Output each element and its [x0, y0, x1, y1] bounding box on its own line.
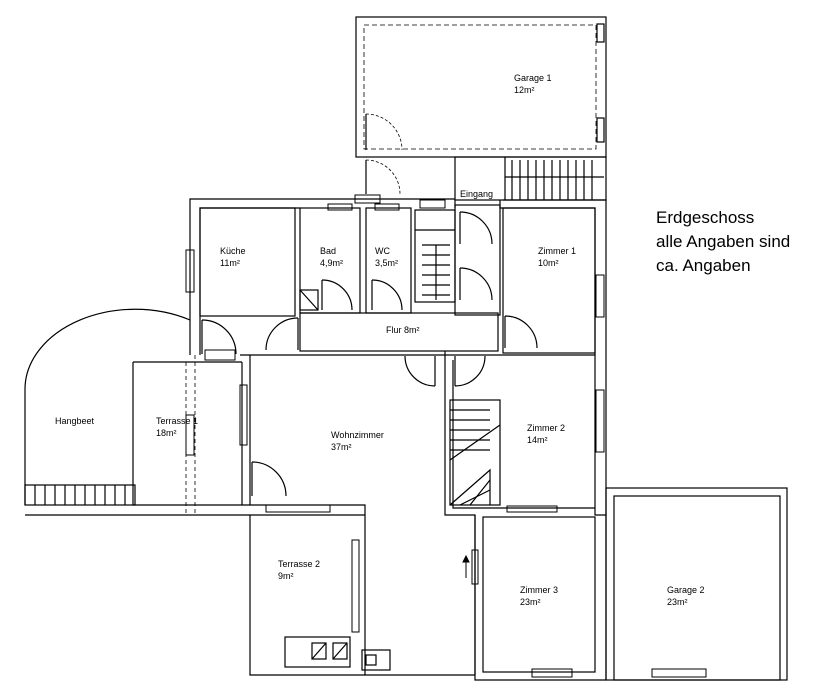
bad-name: Bad — [320, 246, 336, 256]
kueche-name: Küche — [220, 246, 246, 256]
floor-note: Erdgeschoss alle Angaben sind ca. Angabe… — [656, 206, 836, 278]
zimmer3-name: Zimmer 3 — [520, 585, 558, 595]
garage2-walls — [605, 487, 788, 681]
terrasse1-area: 18m² — [156, 428, 177, 438]
zimmer2-area: 14m² — [527, 435, 548, 445]
interior-doors — [201, 279, 538, 497]
terrasse2-area: 9m² — [278, 571, 294, 581]
flur-name: Flur 8m² — [386, 325, 420, 335]
room-labels: Garage 1 12m² Eingang Küche 11m² Bad 4,9… — [55, 73, 705, 607]
terrace2 — [249, 515, 391, 676]
zimmer1-area: 10m² — [538, 258, 559, 268]
entrance-stairs — [414, 209, 456, 303]
zimmer2-name: Zimmer 2 — [527, 423, 565, 433]
garage2-name: Garage 2 — [667, 585, 705, 595]
bad-area: 4,9m² — [320, 258, 343, 268]
stair-zimmer2 — [449, 399, 501, 506]
wc-area: 3,5m² — [375, 258, 398, 268]
windows — [185, 194, 707, 678]
note-line3: ca. Angaben — [656, 256, 751, 275]
note-title: Erdgeschoss — [656, 208, 755, 227]
hangbeet-name: Hangbeet — [55, 416, 95, 426]
terrasse1-name: Terrasse 1 — [156, 416, 198, 426]
eingang-doors — [454, 204, 501, 316]
eingang-name: Eingang — [460, 189, 493, 199]
wc-name: WC — [375, 246, 390, 256]
garage1-name: Garage 1 — [514, 73, 552, 83]
terrace1-hangbeet — [24, 308, 365, 516]
house-outer-walls — [189, 198, 607, 681]
wohnzimmer-area: 37m² — [331, 442, 352, 452]
wohnzimmer-name: Wohnzimmer — [331, 430, 384, 440]
terrasse2-name: Terrasse 2 — [278, 559, 320, 569]
garage1-area: 12m² — [514, 85, 535, 95]
note-line2: alle Angaben sind — [656, 232, 791, 251]
zimmer3-area: 23m² — [520, 597, 541, 607]
direction-arrow — [462, 554, 470, 578]
kueche-area: 11m² — [220, 258, 240, 268]
garage2-area: 23m² — [667, 597, 688, 607]
zimmer1-name: Zimmer 1 — [538, 246, 576, 256]
